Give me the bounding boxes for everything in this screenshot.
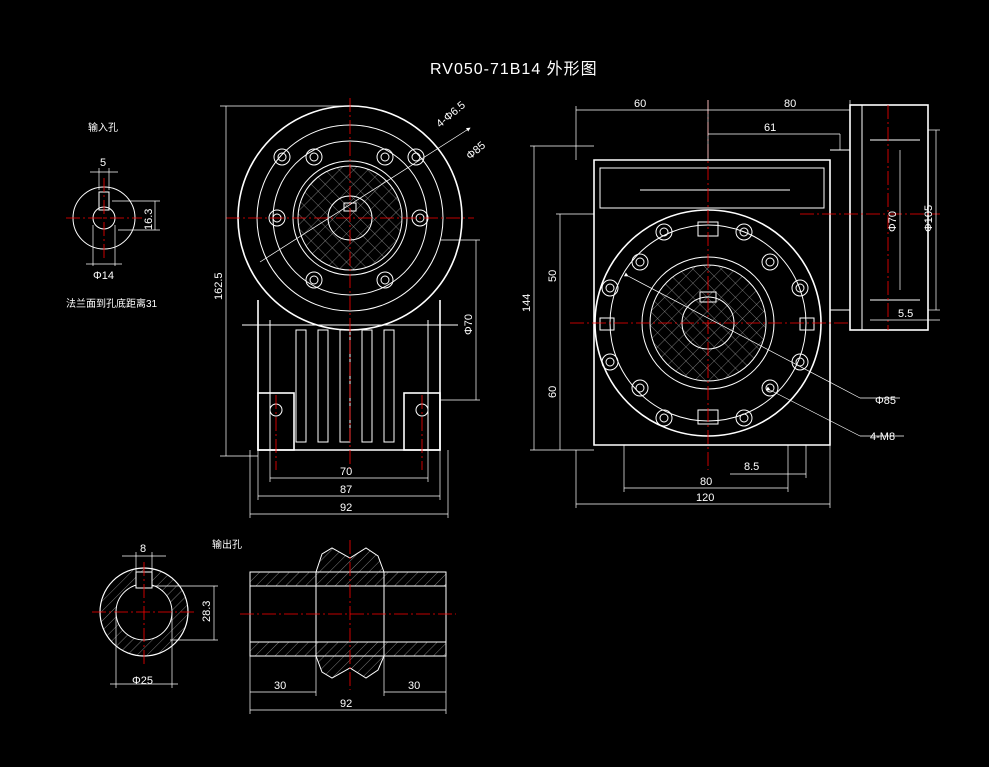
input-bore-note: 法兰面到孔底距离31 (66, 297, 158, 310)
shaft-dim-30-left: 30 (274, 680, 286, 692)
front-width-92: 92 (340, 502, 352, 514)
front-width-87: 87 (340, 484, 352, 496)
front-hole-callout: 4-Φ6.5 (434, 99, 468, 130)
cooling-fins (295, 329, 395, 443)
front-width-70: 70 (340, 466, 352, 478)
side-dim-60: 60 (634, 98, 646, 110)
side-dim-phi85: Φ85 (875, 395, 896, 407)
output-key-width-text: 8 (140, 543, 146, 555)
input-diameter-text: Φ14 (93, 270, 114, 282)
front-view: 4-Φ6.5 Φ85 162.5 Φ70 70 87 92 (213, 98, 488, 518)
side-dim-phi70: Φ70 (887, 211, 899, 232)
input-key-height-text: 16.3 (143, 209, 155, 230)
input-bore-label: 输入孔 (88, 121, 118, 134)
input-key-width-text: 5 (100, 157, 106, 169)
drawing-title: RV050-71B14 外形图 (430, 60, 598, 78)
output-diameter-text: Φ25 (132, 675, 153, 687)
side-dim-4m8: 4-M8 (870, 431, 895, 443)
shaft-section-view: 30 30 92 (240, 540, 456, 714)
side-dim-50: 50 (547, 270, 559, 282)
front-height-text: 162.5 (213, 272, 225, 300)
side-dim-5-5: 5.5 (898, 308, 913, 320)
front-spigot-text: Φ70 (463, 314, 475, 335)
side-dim-8-5: 8.5 (744, 461, 759, 473)
side-dim-80-top: 80 (784, 98, 796, 110)
side-dim-120: 120 (696, 492, 714, 504)
output-key-height-text: 28.3 (201, 601, 213, 622)
input-bore-view: 输入孔 5 16.3 Φ14 法兰面到孔底距离31 (66, 121, 160, 310)
side-dim-144: 144 (521, 294, 533, 312)
shaft-dim-30-right: 30 (408, 680, 420, 692)
output-bore-label: 输出孔 (212, 538, 242, 551)
side-bolt-holes (601, 223, 809, 427)
side-dim-phi105: Φ105 (923, 205, 935, 232)
side-view: 60 80 61 Φ105 Φ70 5.5 144 50 60 Φ85 4-M8 (521, 98, 940, 508)
side-dim-80-bottom: 80 (700, 476, 712, 488)
output-bore-view: 输出孔 8 28.3 Φ25 (92, 538, 242, 688)
front-pcd-text: Φ85 (464, 140, 488, 163)
shaft-dim-92: 92 (340, 698, 352, 710)
side-dim-61: 61 (764, 122, 776, 134)
side-dim-60-lower: 60 (547, 386, 559, 398)
